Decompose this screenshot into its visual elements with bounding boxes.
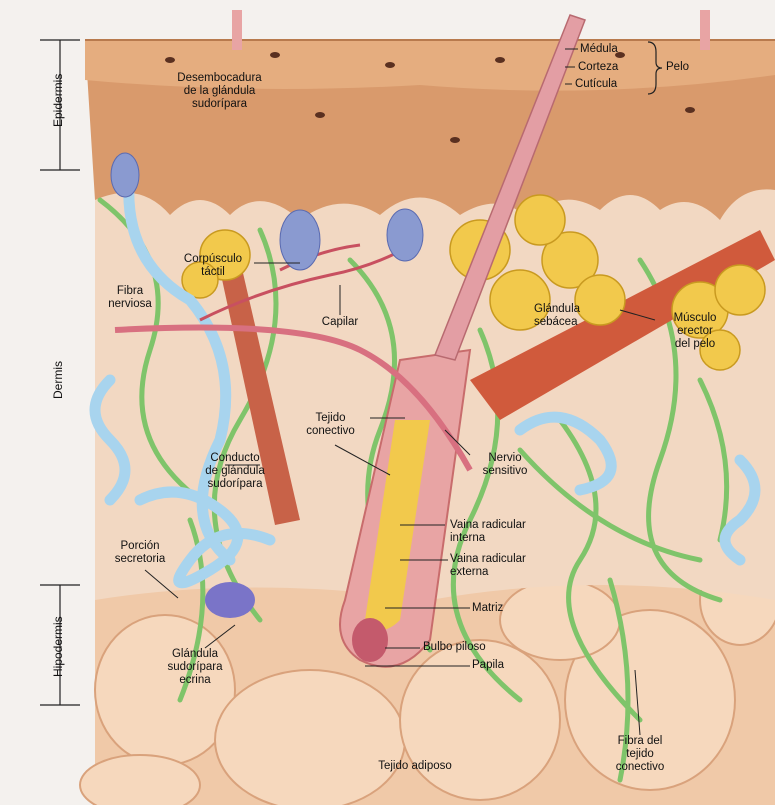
eccrine-gland-body (205, 582, 255, 618)
label-nervio-sensitivo: Nervio sensitivo (465, 452, 545, 478)
label-papila: Papila (472, 659, 542, 672)
label-corpusculo: Corpúsculo táctil (168, 253, 258, 279)
tactile-corpuscle (280, 210, 320, 270)
label-fibra-tejido: Fibra del tejido conectivo (595, 735, 685, 774)
label-pelo: Pelo (666, 61, 689, 74)
label-vaina-interna: Vaina radicular interna (450, 519, 570, 545)
label-conducto: Conducto de glándula sudorípara (180, 452, 290, 491)
label-bulbo: Bulbo piloso (423, 641, 523, 654)
label-medula: Médula (580, 43, 618, 56)
label-corteza: Corteza (578, 61, 618, 74)
label-musculo-erector: Músculo erector del pelo (655, 312, 735, 351)
tactile-corpuscle-2 (387, 209, 423, 261)
label-glandula-ecrina: Glándula sudorípara ecrina (150, 648, 240, 687)
label-glandula-sebacea: Glándula sebácea (534, 303, 614, 329)
label-vaina-externa: Vaina radicular externa (450, 553, 570, 579)
label-porcion-secretoria: Porción secretoria (100, 540, 180, 566)
label-tejido-conectivo: Tejido conectivo (288, 412, 373, 438)
label-capilar: Capilar (310, 316, 370, 329)
layer-hypodermis: Hipodermis (51, 617, 65, 677)
label-matriz: Matriz (472, 602, 542, 615)
layer-epidermis: Epidermis (51, 87, 65, 127)
layer-dermis: Dermis (51, 359, 65, 399)
tactile-corpuscle-3 (111, 153, 139, 197)
label-tejido-adiposo: Tejido adiposo (355, 760, 475, 773)
label-desembocadura: Desembocadura de la glándula sudorípara (152, 72, 287, 111)
hair-left-surface (232, 10, 242, 50)
hair-right-surface (700, 10, 710, 50)
label-cuticula: Cutícula (575, 78, 617, 91)
hair-bulb-papilla (352, 618, 388, 662)
label-fibra-nerviosa: Fibra nerviosa (100, 285, 160, 311)
